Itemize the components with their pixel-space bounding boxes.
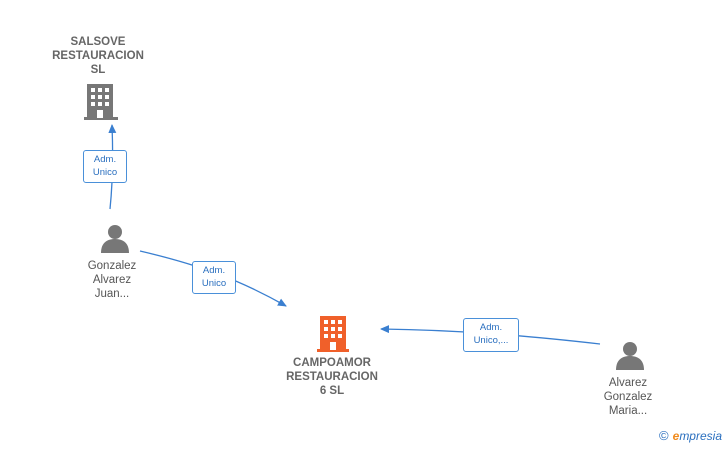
person-icon[interactable] <box>615 340 645 370</box>
person-icon[interactable] <box>100 223 130 253</box>
edge-badge-adm-unico-etc[interactable]: Adm. Unico,... <box>463 318 519 352</box>
edge-badge-adm-unico[interactable]: Adm. Unico <box>83 150 127 183</box>
brand-watermark: ©empresia <box>659 428 722 443</box>
brand-name: mpresia <box>679 429 722 443</box>
edge-badge-adm-unico[interactable]: Adm. Unico <box>192 261 236 294</box>
brand-logo-e: e <box>672 429 680 443</box>
campoamor-label: CAMPOAMOR RESTAURACION 6 SL <box>286 357 378 397</box>
copyright-icon: © <box>659 428 669 443</box>
alvarez-label: Alvarez Gonzalez Maria... <box>603 377 653 417</box>
building-icon[interactable] <box>84 84 118 120</box>
salsove-label: SALSOVE RESTAURACION SL <box>52 36 144 76</box>
gonzalez-label: Gonzalez Alvarez Juan... <box>87 260 137 300</box>
building-icon[interactable] <box>317 316 349 352</box>
